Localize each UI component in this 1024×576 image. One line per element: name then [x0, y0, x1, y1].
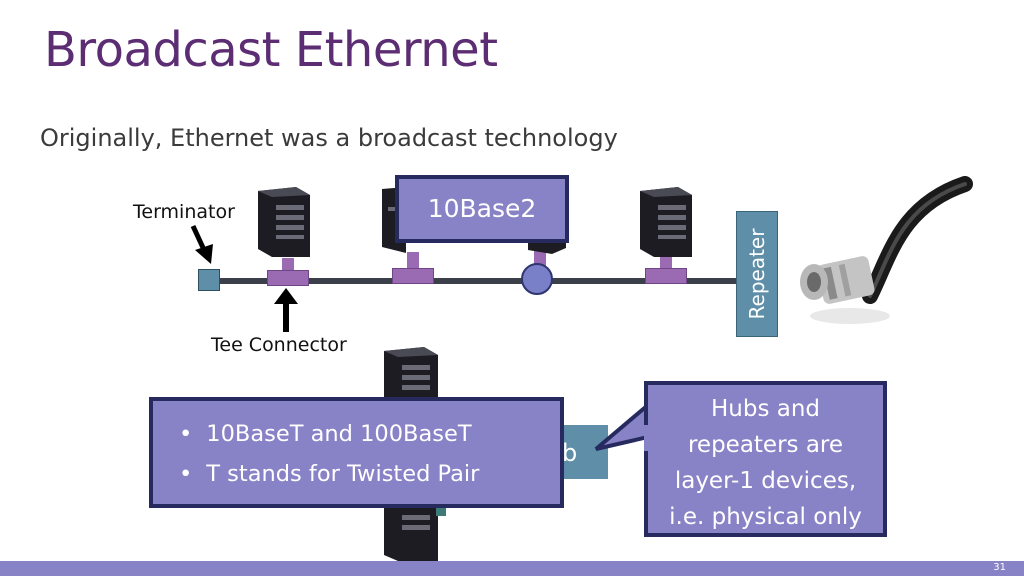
footer-bar	[0, 561, 1024, 576]
bullet-item: T stands for Twisted Pair	[179, 461, 479, 487]
arrow-up-icon	[274, 288, 298, 332]
computer-tower-icon	[258, 187, 310, 257]
hubs-repeaters-callout: Hubs and repeaters are layer-1 devices, …	[644, 381, 887, 537]
page-number: 31	[993, 562, 1006, 573]
cable-type-callout: 10Base2	[395, 175, 569, 243]
computer-tower-icon	[384, 505, 438, 561]
callout-line: i.e. physical only	[669, 504, 862, 530]
bnc-cable-icon	[800, 176, 973, 324]
repeater-label: Repeater	[745, 228, 769, 320]
computer-tower-icon	[640, 187, 692, 257]
hub-label: b	[562, 439, 578, 467]
terminator-label: Terminator	[133, 201, 235, 223]
slide-title: Broadcast Ethernet	[44, 22, 498, 78]
callout-line: repeaters are	[687, 432, 844, 458]
callout-line: Hubs and	[710, 396, 821, 422]
ethernet-bus-cable	[215, 278, 737, 284]
callout-line: layer-1 devices,	[674, 468, 857, 494]
arrow-down-icon	[190, 224, 213, 264]
twisted-pair-callout: 10BaseT and 100BaseT T stands for Twiste…	[149, 397, 564, 508]
repeater-box: Repeater	[736, 211, 778, 337]
hub-link-cable	[436, 500, 446, 516]
callout-pointer-mask	[644, 425, 652, 451]
repeater-node	[521, 263, 553, 295]
bullet-item: 10BaseT and 100BaseT	[179, 421, 471, 447]
slide-subtitle: Originally, Ethernet was a broadcast tec…	[40, 124, 618, 152]
computer-tower-icon	[384, 347, 438, 405]
terminator	[198, 269, 220, 291]
tee-connector-label: Tee Connector	[211, 334, 347, 356]
